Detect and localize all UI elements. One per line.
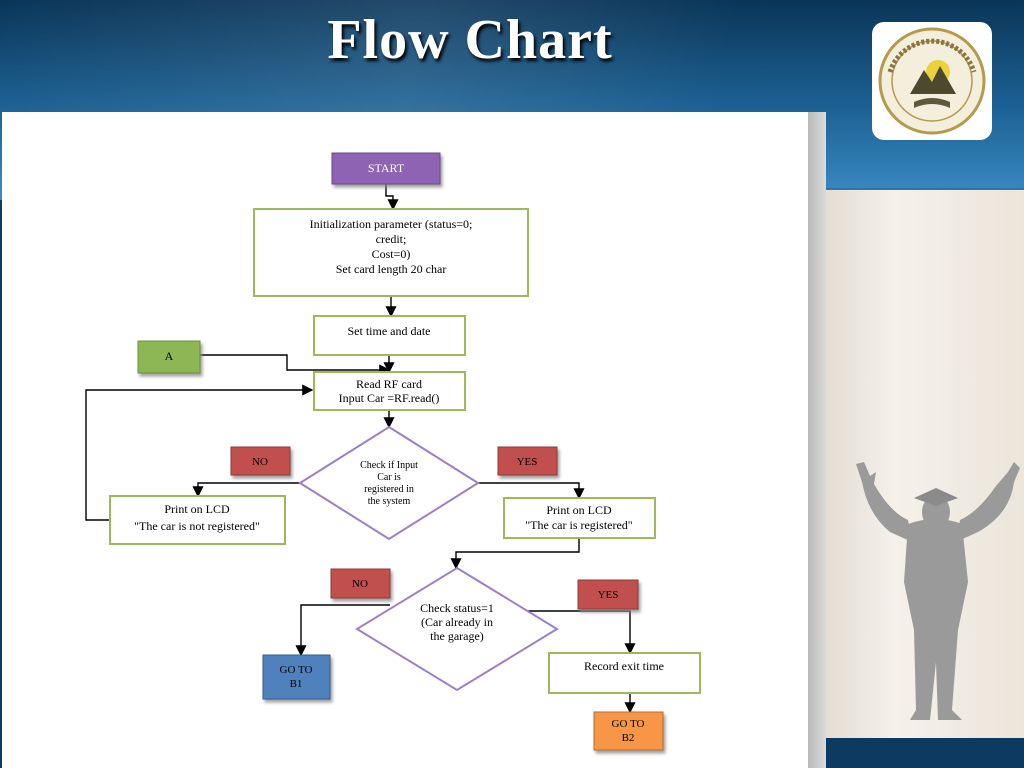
- edge-loop-back: [85, 384, 314, 521]
- record-exit-label: Record exit time: [584, 659, 664, 673]
- graduate-silhouette-icon: [856, 462, 1020, 720]
- connector-a: [137, 340, 201, 374]
- edge-start-init: [385, 184, 399, 211]
- start-label: START: [368, 161, 405, 175]
- goto-b1-node: [262, 654, 331, 700]
- decision-registered-line-2: Car is: [377, 472, 401, 483]
- no-label-2: [330, 568, 391, 599]
- init-line-1: Initialization parameter (status=0;: [310, 217, 473, 231]
- edge-status-no: [295, 604, 390, 657]
- goto-b2-line-1: GO TO: [612, 718, 645, 730]
- set-time-node: [313, 315, 466, 356]
- init-line-2: credit;: [376, 232, 407, 246]
- print-not-registered-line-1: Print on LCD: [164, 502, 230, 516]
- decision-status-line-3: the garage): [430, 629, 484, 643]
- flowchart-connectors: [85, 184, 636, 714]
- print-registered-line-1: Print on LCD: [546, 503, 612, 517]
- decision-registered-line-3: registered in: [364, 484, 414, 495]
- goto-b1-line-2: B1: [290, 678, 303, 690]
- no-label-2-text: NO: [352, 578, 368, 590]
- panel-shadow: [808, 112, 826, 768]
- edge-decision-no: [192, 482, 303, 498]
- print-not-registered-line-2: "The car is not registered": [134, 519, 260, 533]
- slide-title: Flow Chart: [327, 9, 613, 71]
- init-line-3: Cost=0): [372, 247, 411, 261]
- edge-registered-status: [450, 538, 580, 570]
- init-node: [253, 208, 529, 297]
- footer-band: [825, 738, 1024, 768]
- init-line-4: Set card length 20 char: [336, 262, 447, 276]
- goto-b1-line-1: GO TO: [280, 664, 313, 676]
- yes-label-1-text: YES: [517, 456, 538, 468]
- read-rf-line-1: Read RF card: [356, 377, 422, 391]
- yes-label-2: [577, 579, 639, 610]
- university-logo: [872, 22, 992, 140]
- university-seal-icon: [878, 27, 986, 135]
- goto-b2-node: [593, 711, 664, 751]
- start-node: [331, 152, 441, 185]
- decision-status-line-1: Check status=1: [420, 601, 494, 615]
- yes-label-1: [497, 446, 558, 476]
- decision-status: [355, 566, 559, 692]
- decision-registered-line-4: the system: [368, 496, 411, 507]
- no-label-1: [230, 446, 291, 476]
- edge-a-read: [200, 354, 391, 376]
- print-not-registered-node: [109, 495, 286, 545]
- decision-registered: [298, 425, 480, 541]
- record-exit-node: [548, 652, 701, 694]
- print-registered-line-2: "The car is registered": [525, 518, 633, 532]
- read-rf-line-2: Input Car =RF.read(): [339, 391, 440, 405]
- connector-a-label: A: [165, 349, 174, 363]
- edge-status-yes: [527, 610, 636, 655]
- yes-label-2-text: YES: [598, 589, 619, 601]
- read-rf-node: [313, 371, 466, 411]
- no-label-1-text: NO: [252, 456, 268, 468]
- set-time-label: Set time and date: [348, 324, 431, 338]
- print-registered-node: [503, 497, 656, 539]
- edge-decision-yes: [478, 482, 585, 500]
- decision-status-line-2: (Car already in: [421, 615, 493, 629]
- decision-registered-line-1: Check if Input: [360, 460, 418, 471]
- goto-b2-line-2: B2: [622, 732, 635, 744]
